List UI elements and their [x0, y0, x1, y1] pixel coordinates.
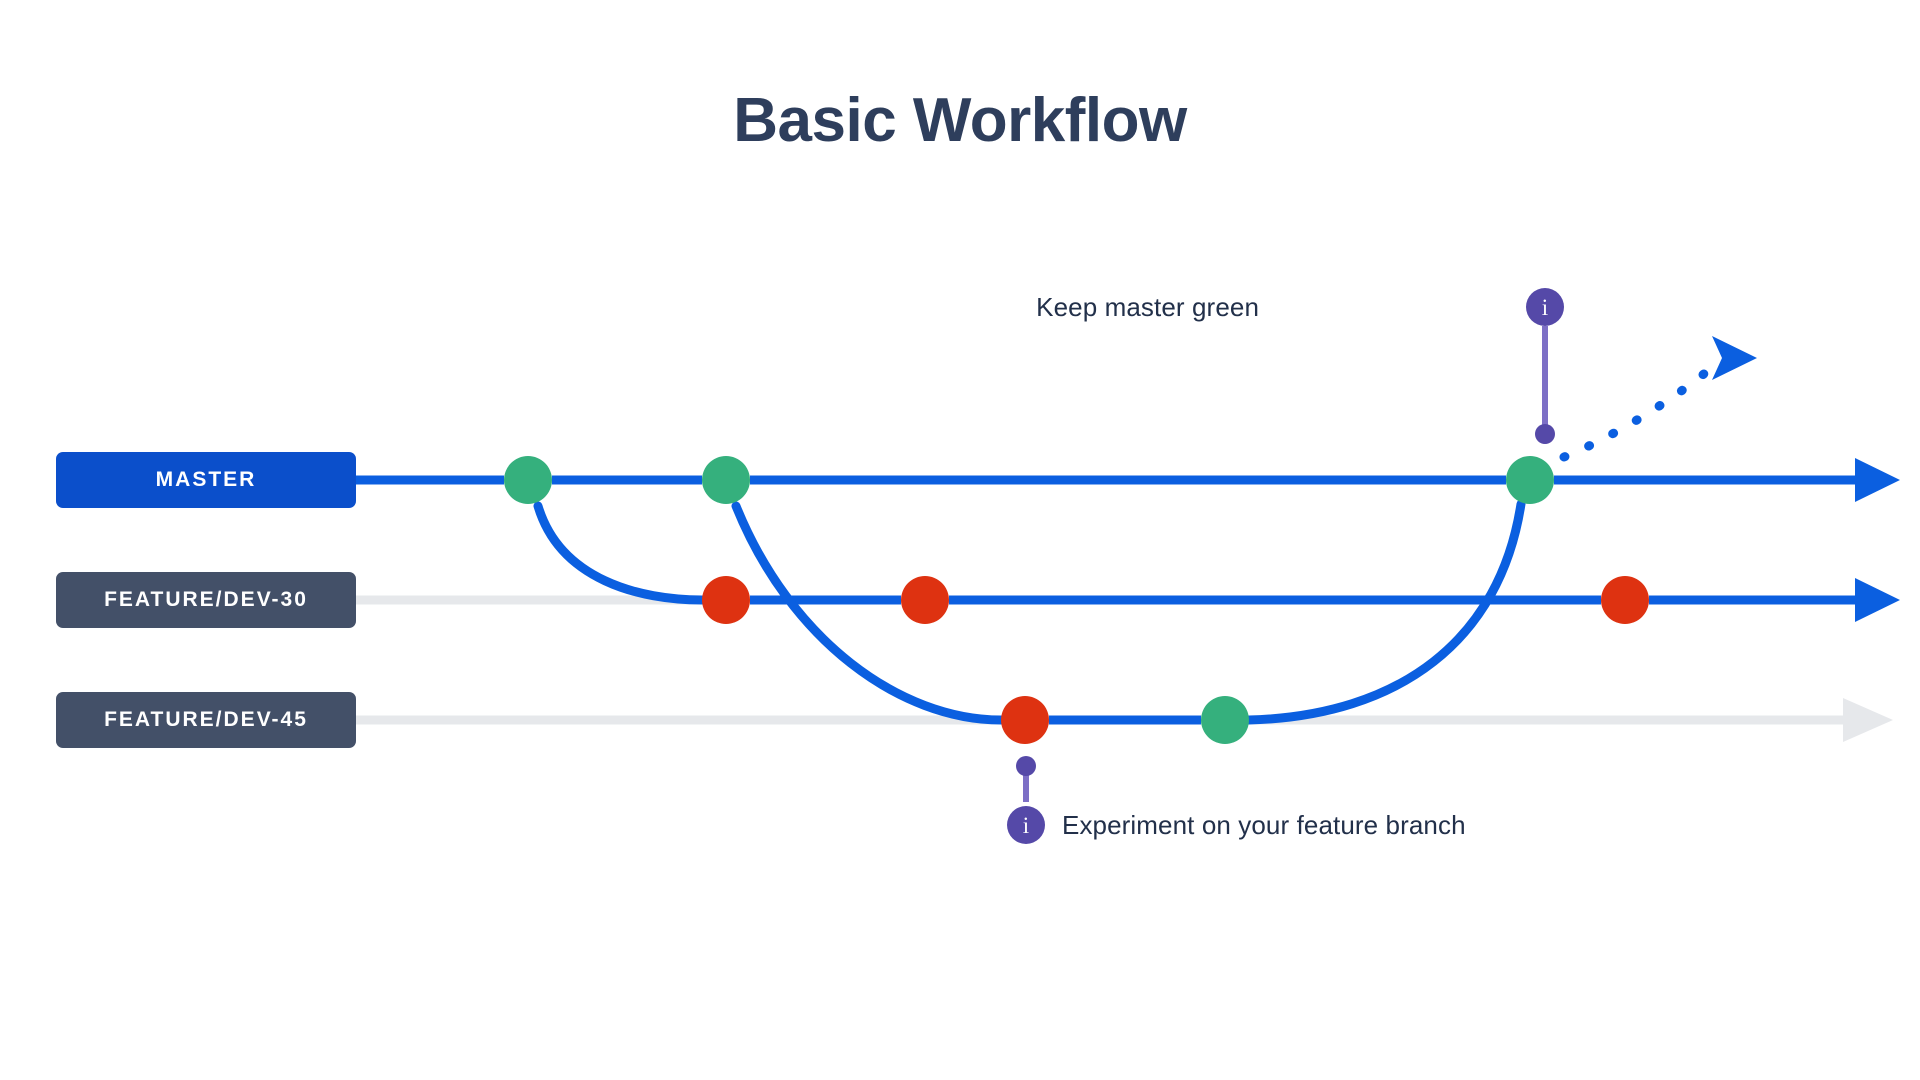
- commit-node-master-2[interactable]: [702, 456, 750, 504]
- annotation-keep-master-green-text: Keep master green: [1036, 292, 1259, 322]
- info-icon-glyph: i: [1022, 812, 1030, 838]
- branch-label-feature-dev-30-text: FEATURE/DEV-30: [104, 588, 308, 611]
- branch-label-master[interactable]: MASTER: [56, 452, 356, 508]
- dotted-future-arrowhead: [1712, 336, 1757, 380]
- branch-label-feature-dev-45-text: FEATURE/DEV-45: [104, 708, 308, 731]
- commit-node-dev30-1[interactable]: [702, 576, 750, 624]
- info-icon-experiment-on-feature-branch[interactable]: i: [1007, 806, 1045, 844]
- commit-node-dev30-3[interactable]: [1601, 576, 1649, 624]
- page-title: Basic Workflow: [733, 86, 1187, 155]
- branch-arrow-feature-dev-45: [1843, 698, 1893, 742]
- merge-curve-dev45-to-master: [1244, 499, 1526, 725]
- leader-dot-experiment: [1016, 756, 1036, 776]
- branch-arrow-master: [1855, 458, 1900, 502]
- branch-label-feature-dev-45[interactable]: FEATURE/DEV-45: [56, 692, 356, 748]
- leader-dot-keep-master-green: [1535, 424, 1555, 444]
- branch-label-master-text: MASTER: [155, 468, 257, 491]
- commit-node-dev30-2[interactable]: [901, 576, 949, 624]
- annotation-experiment-on-feature-branch-text: Experiment on your feature branch: [1062, 810, 1466, 840]
- commit-node-dev45-2[interactable]: [1201, 696, 1249, 744]
- commit-node-master-1[interactable]: [504, 456, 552, 504]
- branch-label-feature-dev-30[interactable]: FEATURE/DEV-30: [56, 572, 356, 628]
- dotted-future-arrow-path: [1559, 355, 1725, 462]
- info-icon-keep-master-green[interactable]: i: [1526, 288, 1564, 326]
- branch-curve-master-to-dev45: [731, 501, 1006, 725]
- branch-curve-master-to-dev30: [533, 501, 707, 605]
- commit-node-master-3[interactable]: [1506, 456, 1554, 504]
- commit-node-dev45-1[interactable]: [1001, 696, 1049, 744]
- branch-arrow-dev30: [1855, 578, 1900, 622]
- info-icon-glyph: i: [1541, 294, 1549, 320]
